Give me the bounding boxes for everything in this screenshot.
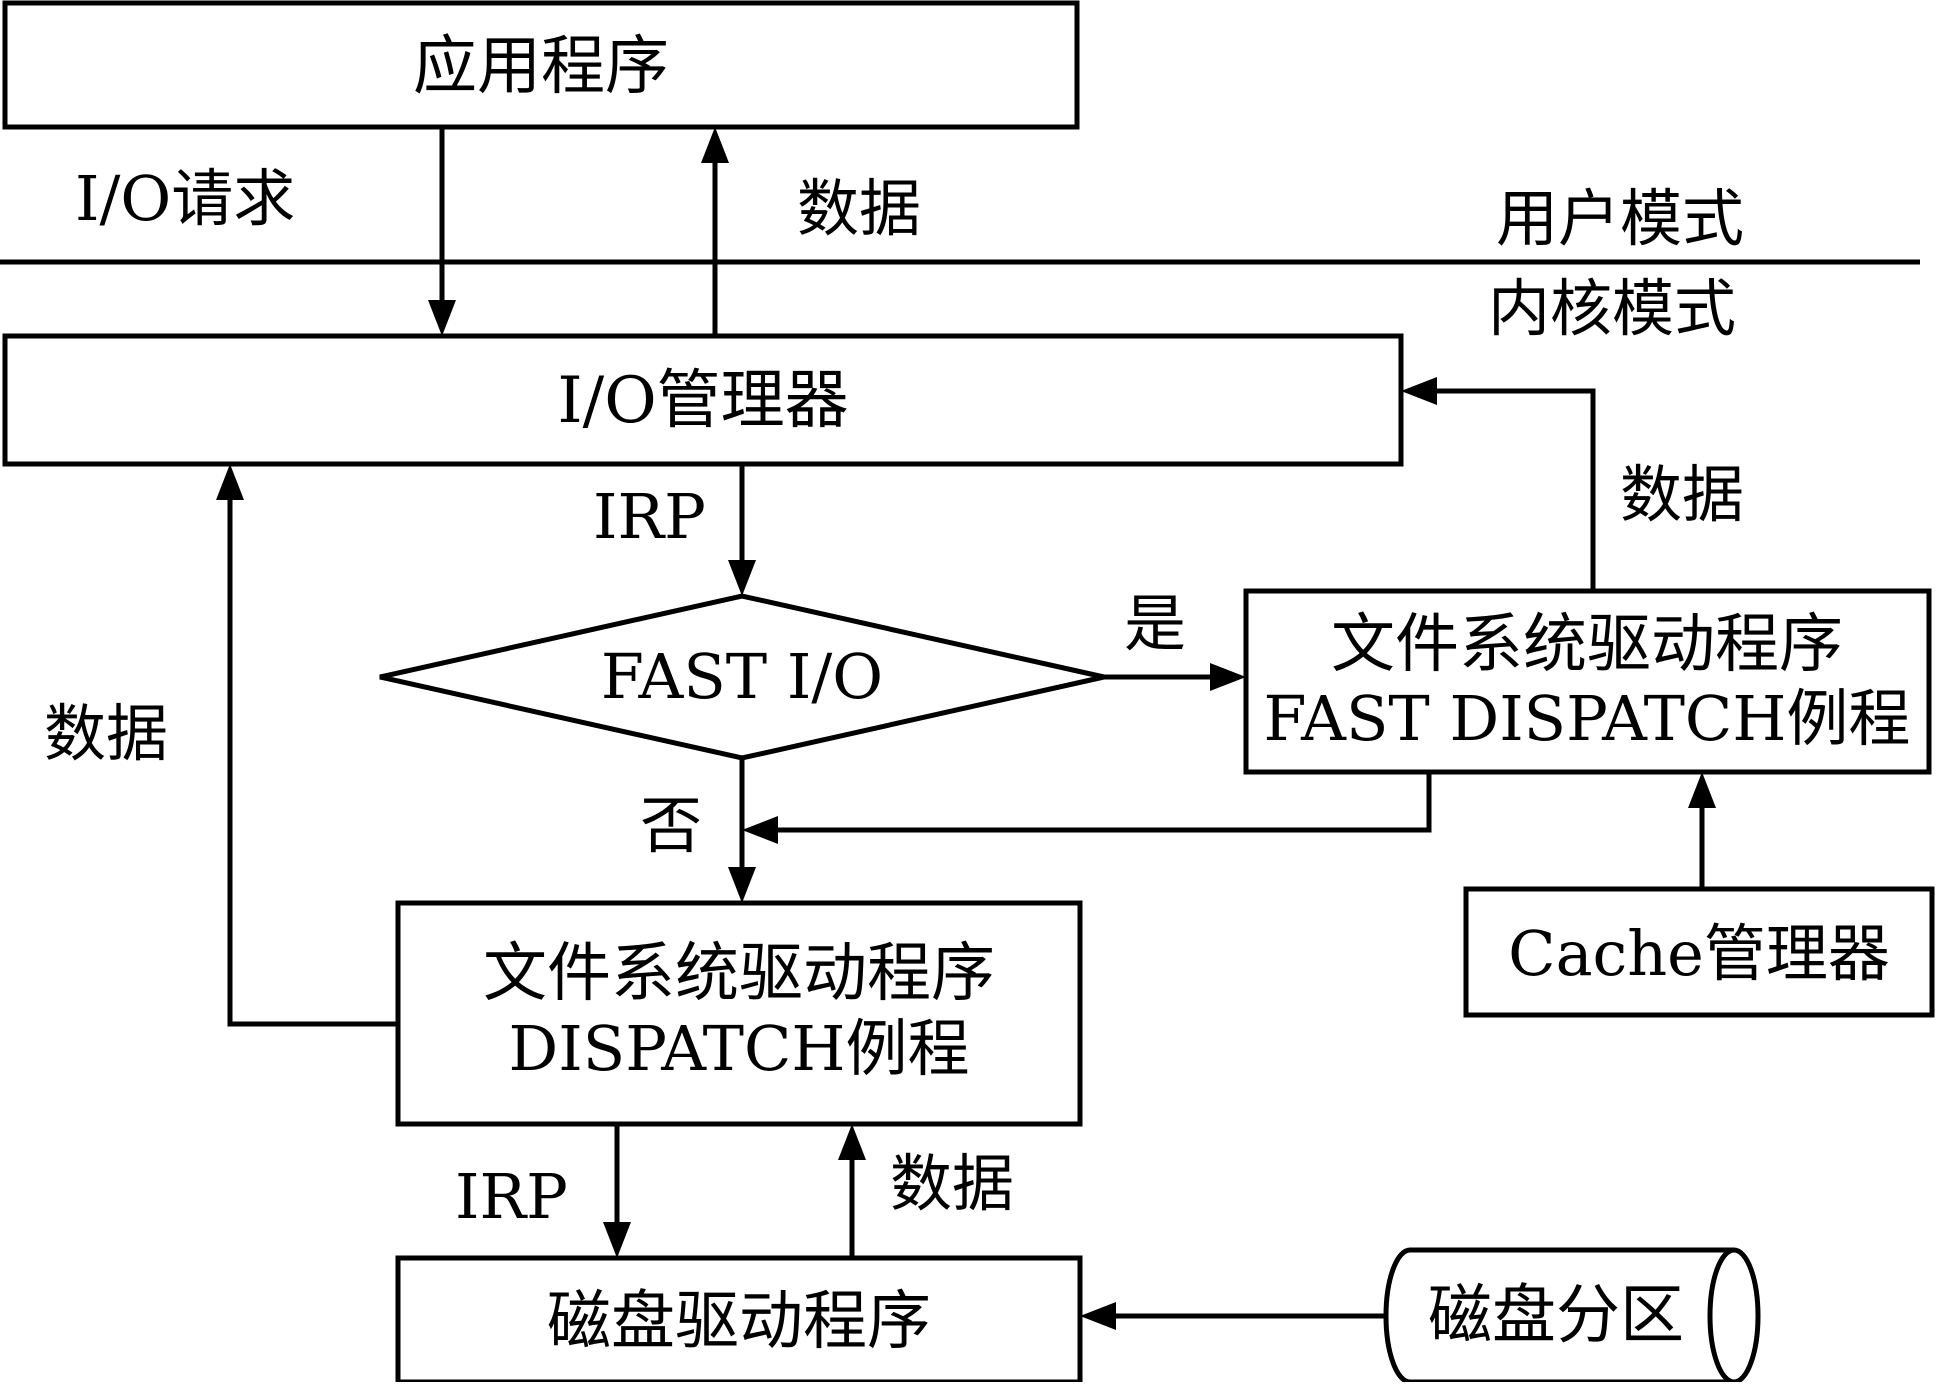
io-manager-box xyxy=(2,333,1404,467)
dispatch-data-arrowhead xyxy=(216,464,244,500)
fast-dispatch-box xyxy=(1243,588,1932,775)
partition-to-driver-arrowhead xyxy=(1080,1302,1116,1330)
dispatch-driver-label-line1: 文件系统驱动程序 xyxy=(483,937,995,1011)
fast-data-line xyxy=(1431,388,1596,591)
io-manager-label: I/O管理器 xyxy=(557,364,848,438)
data-to-app-label: 数据 xyxy=(797,172,921,245)
kernel-mode-label: 内核模式 xyxy=(1488,272,1736,345)
irp-top-label: IRP xyxy=(593,480,706,553)
io-request-arrowhead xyxy=(428,300,456,336)
cache-to-fast-arrowhead xyxy=(1688,772,1716,808)
fast-return-line xyxy=(772,772,1432,833)
fast-data-arrowhead xyxy=(1401,377,1437,405)
fast-return-arrowhead xyxy=(742,816,778,844)
data-fast-label: 数据 xyxy=(1620,458,1744,531)
disk-driver-label: 磁盘驱动程序 xyxy=(547,1285,931,1359)
cache-manager-box xyxy=(1463,886,1935,1018)
yes-arrowhead xyxy=(1210,663,1246,691)
no-label: 否 xyxy=(640,789,702,862)
dispatch-data-line xyxy=(227,494,398,1027)
irp-bottom-label: IRP xyxy=(455,1160,568,1233)
cache-manager-label: Cache管理器 xyxy=(1508,917,1890,990)
decision-label: FAST I/O xyxy=(601,640,883,713)
irp-top-arrowhead xyxy=(728,560,756,596)
user-mode-label: 用户模式 xyxy=(1496,182,1744,255)
fast-driver-label-line1: 文件系统驱动程序 xyxy=(1331,608,1843,682)
dispatch-box xyxy=(395,900,1083,1127)
data-bottom-arrowhead xyxy=(838,1124,866,1160)
fast-driver-label-line2: FAST DISPATCH例程 xyxy=(1264,682,1911,755)
irp-bottom-arrowhead xyxy=(603,1222,631,1258)
data-left-label: 数据 xyxy=(44,697,168,770)
app-box xyxy=(2,0,1080,130)
no-arrowhead xyxy=(728,867,756,903)
disk-partition-label: 磁盘分区 xyxy=(1428,1279,1684,1353)
dispatch-driver-label-line2: DISPATCH例程 xyxy=(509,1012,970,1085)
data-bottom-label: 数据 xyxy=(890,1147,1014,1220)
io-request-label: I/O请求 xyxy=(75,162,295,235)
disk-partition-end xyxy=(1707,1247,1761,1385)
yes-label: 是 xyxy=(1124,587,1186,660)
data-to-app-arrowhead xyxy=(701,127,729,163)
app-label: 应用程序 xyxy=(413,30,669,104)
